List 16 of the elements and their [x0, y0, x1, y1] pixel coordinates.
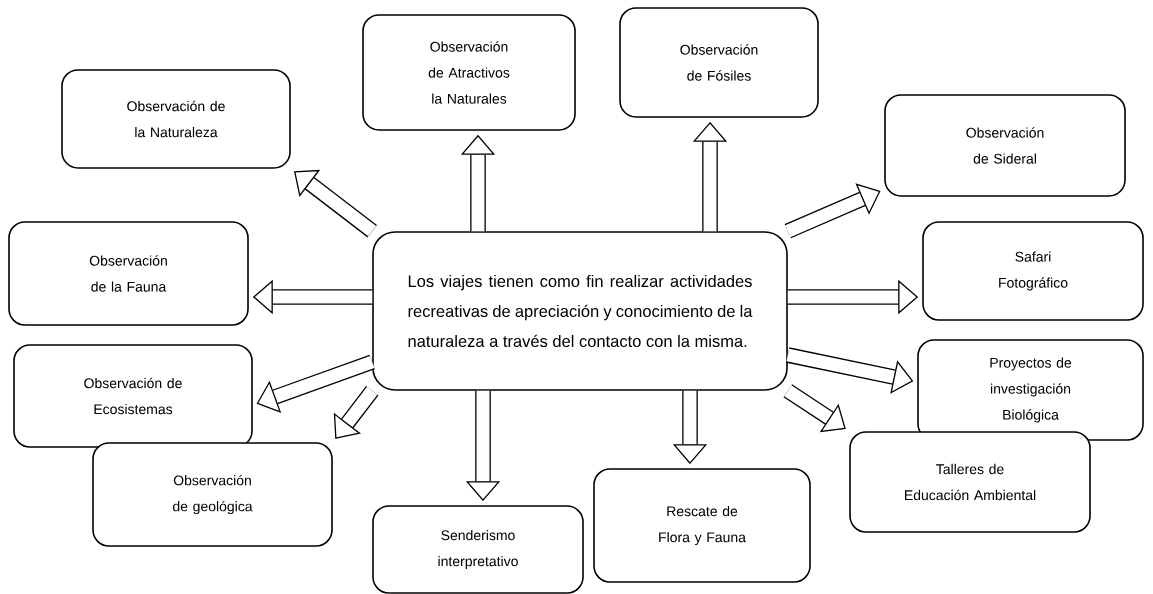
- activity-box: Talleres de Educación Ambiental: [849, 431, 1091, 533]
- activity-box: Observación de geológica: [92, 442, 333, 547]
- central-box: Los viajes tienen como fin realizar actividades recreativas de apreciación y conocimiento de la naturaleza a través del contacto con la misma.: [372, 231, 788, 391]
- activity-box: Observación de Ecosistemas: [13, 344, 253, 448]
- activity-box: Observación de Atractivos la Naturales: [362, 14, 576, 131]
- activity-box: Observación de la Naturaleza: [61, 69, 291, 169]
- activity-box: Rescate de Flora y Fauna: [593, 468, 811, 583]
- activity-box: Safari Fotográfico: [922, 221, 1144, 321]
- block-arrow: [256, 354, 375, 413]
- block-arrow: [783, 384, 846, 433]
- activity-box: Observación de Fósiles: [619, 7, 819, 118]
- activity-box: Senderismo interpretativo: [372, 505, 584, 594]
- activity-box: Observación de Sideral: [884, 94, 1126, 197]
- block-arrow: [784, 183, 881, 239]
- activity-box: Observación de la Fauna: [8, 221, 249, 326]
- activity-box: Proyectos de investigación Biológica: [917, 339, 1144, 441]
